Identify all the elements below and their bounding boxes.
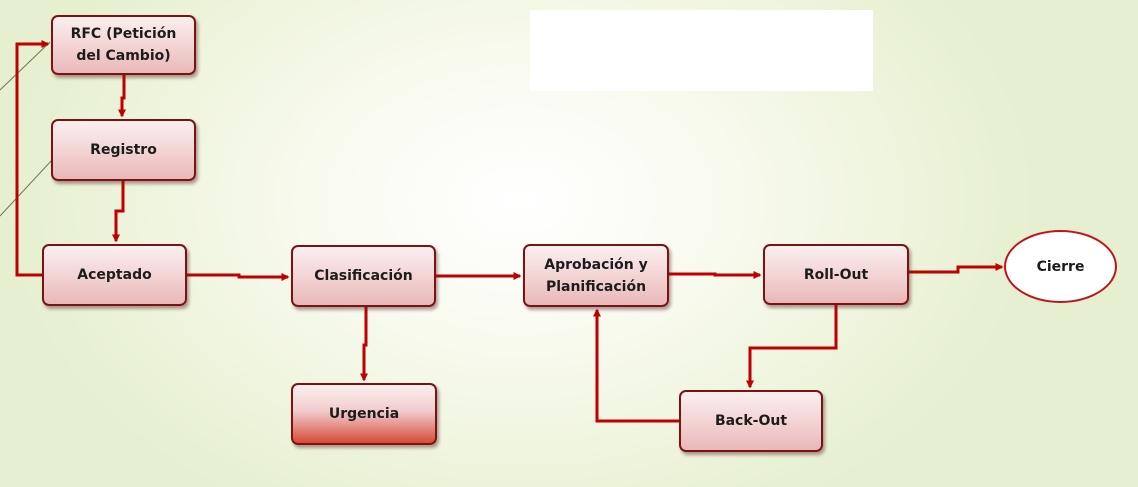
arrow-rollout-to-cierre: [909, 263, 1004, 274]
node-registro: Registro: [51, 119, 196, 181]
node-rollout: Roll-Out: [763, 244, 909, 305]
arrow-aprobacion-to-rollout: [669, 271, 762, 279]
decor-line-top: [0, 41, 51, 91]
node-rfc: RFC (Petición del Cambio): [51, 15, 196, 75]
node-urgencia: Urgencia: [291, 383, 437, 445]
arrow-registro-to-aceptado: [112, 181, 125, 243]
node-cierre: Cierre: [1004, 230, 1117, 303]
arrow-aceptado-to-rfc: [15, 40, 50, 277]
node-aprobacion: Aprobación y Planificación: [523, 244, 669, 307]
node-aceptado: Aceptado: [42, 244, 187, 306]
arrow-rfc-to-registro: [118, 75, 126, 118]
arrow-aceptado-to-clasificacion: [187, 273, 290, 281]
node-clasificacion: Clasificación: [291, 245, 436, 307]
node-backout: Back-Out: [679, 390, 823, 452]
arrow-clasificacion-to-urgencia: [360, 307, 368, 382]
blank-panel: [530, 10, 873, 91]
arrow-backout-to-aprobacion: [593, 308, 679, 423]
arrow-rollout-to-backout: [746, 305, 838, 389]
decor-line-bottom: [0, 159, 53, 217]
